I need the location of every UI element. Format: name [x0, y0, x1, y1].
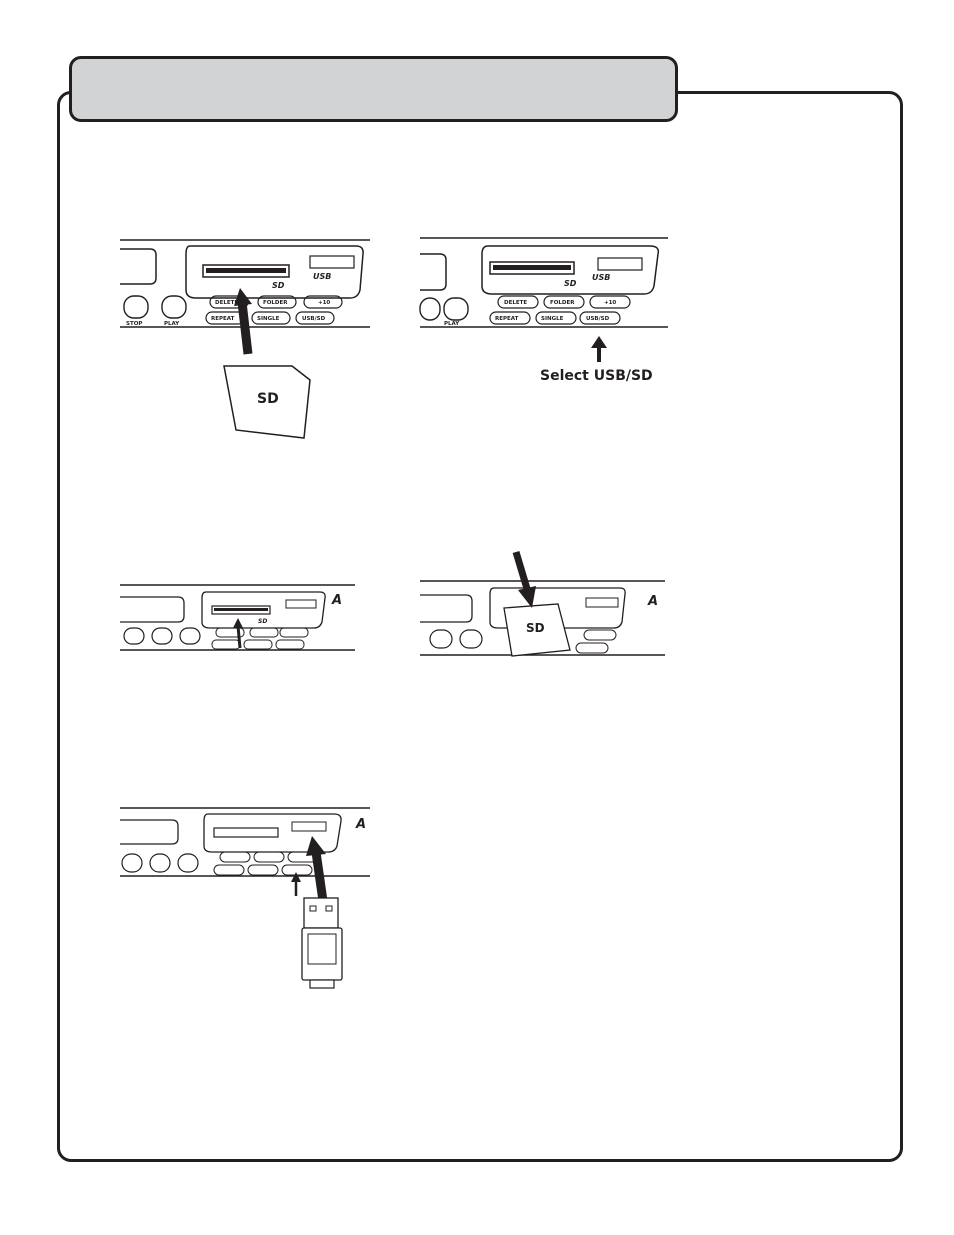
sd-slot-label: SD: [272, 281, 285, 290]
select-usbsd-caption: Select USB/SD: [540, 368, 653, 384]
figure-select-usbsd: SD USB PLAY DELETE FOLDER +10 REPEAT SIN…: [419, 232, 670, 372]
svg-text:SD: SD: [564, 279, 577, 288]
single-button-label: SINGLE: [257, 316, 280, 322]
svg-text:SD: SD: [526, 621, 545, 635]
usb-port-label: USB: [313, 272, 331, 281]
svg-text:+10: +10: [604, 300, 616, 306]
figure-insert-usb: A: [120, 806, 374, 996]
play-label: PLAY: [164, 321, 180, 327]
repeat-button-label: REPEAT: [211, 316, 235, 322]
brand-letter: A: [331, 593, 342, 608]
sd-card-icon: [503, 603, 571, 657]
svg-text:SINGLE: SINGLE: [541, 316, 564, 322]
svg-text:PLAY: PLAY: [444, 321, 460, 327]
sd-card-icon: [223, 365, 311, 439]
svg-text:USB: USB: [592, 273, 610, 282]
arrow-up-icon: [236, 625, 242, 649]
figure-insert-sd-card: SD USB STOP PLAY DELETE FOLDER +10 REPEA…: [120, 232, 372, 442]
svg-text:DELETE: DELETE: [504, 300, 527, 306]
svg-text:SD: SD: [258, 618, 267, 625]
usbsd-button-label: USB/SD: [302, 316, 326, 322]
arrow-up-icon: [237, 301, 253, 355]
content-frame: [57, 91, 903, 1162]
section-title-tab: [69, 56, 678, 122]
figure-card-eject: A SD: [420, 548, 670, 660]
folder-button-label: FOLDER: [263, 300, 288, 306]
sd-card-label: SD: [257, 391, 279, 407]
arrow-down-icon: [512, 550, 532, 594]
usbsd-button-label: USB/SD: [586, 316, 610, 322]
svg-text:FOLDER: FOLDER: [550, 300, 575, 306]
plus10-button-label: +10: [318, 300, 330, 306]
svg-text:A: A: [647, 594, 658, 609]
svg-text:REPEAT: REPEAT: [495, 316, 519, 322]
usb-stick-icon: [301, 897, 343, 989]
svg-text:A: A: [355, 817, 366, 832]
figure-push-card: SD A: [120, 582, 360, 652]
stop-label: STOP: [126, 321, 142, 327]
delete-button-label: DELETE: [215, 300, 238, 306]
